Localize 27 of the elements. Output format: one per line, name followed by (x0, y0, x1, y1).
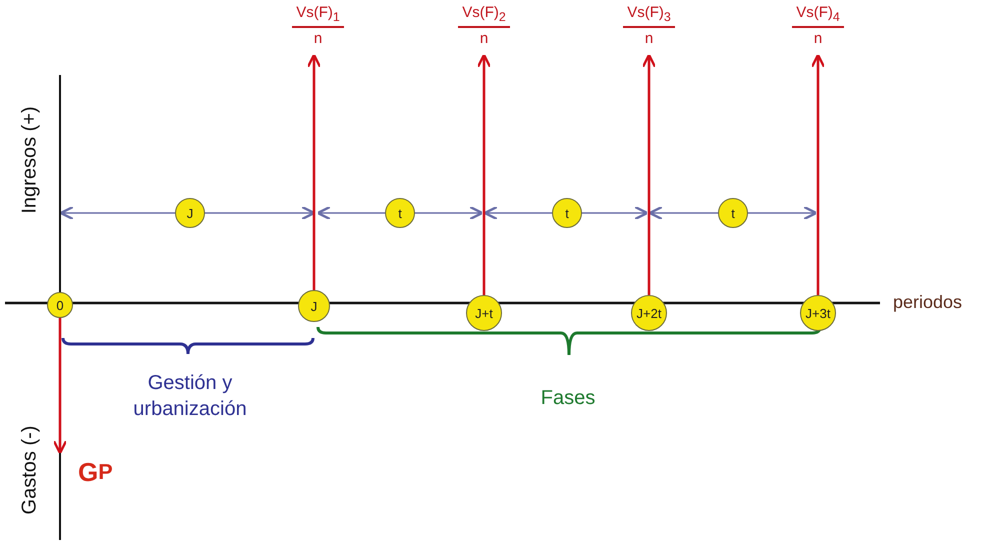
fraction-denominator: n (314, 29, 322, 47)
fraction-numerator: Vs(F)$_{4}$ (792, 4, 844, 28)
fraction-denominator: n (644, 29, 654, 47)
cash-flow-arrow (642, 54, 656, 295)
axis-label: Ingresos (+) (18, 106, 42, 214)
phase-label: Gestión y urbanización (132, 371, 248, 422)
period-marker: J+t (466, 295, 502, 331)
interval-marker: t (552, 198, 582, 228)
interval-marker: J (175, 198, 205, 228)
phase-label: Fases (540, 386, 596, 411)
period-marker: J+3t (800, 295, 836, 331)
fraction-numerator: Vs(F)$_{3}$ (623, 4, 675, 28)
interval-marker: t (718, 198, 748, 228)
axis-label: Gastos (-) (18, 426, 42, 514)
fraction-numerator: Vs(F)$_{1}$ (292, 4, 344, 28)
cash-flow-arrow (810, 54, 826, 295)
cash-flow-arrow (306, 54, 322, 290)
period-marker: J (298, 290, 330, 322)
period-marker: 0 (47, 292, 73, 318)
fraction-denominator: n (814, 29, 822, 47)
fraction-denominator: n (480, 29, 488, 47)
axis-label: periodos (893, 292, 962, 313)
period-marker: J+2t (631, 295, 667, 331)
fraction-numerator: Vs(F)$_{2}$ (458, 4, 510, 28)
cash-flow-arrow (476, 54, 492, 295)
interval-marker: t (385, 198, 415, 228)
cash-flow-arrow (52, 318, 68, 454)
